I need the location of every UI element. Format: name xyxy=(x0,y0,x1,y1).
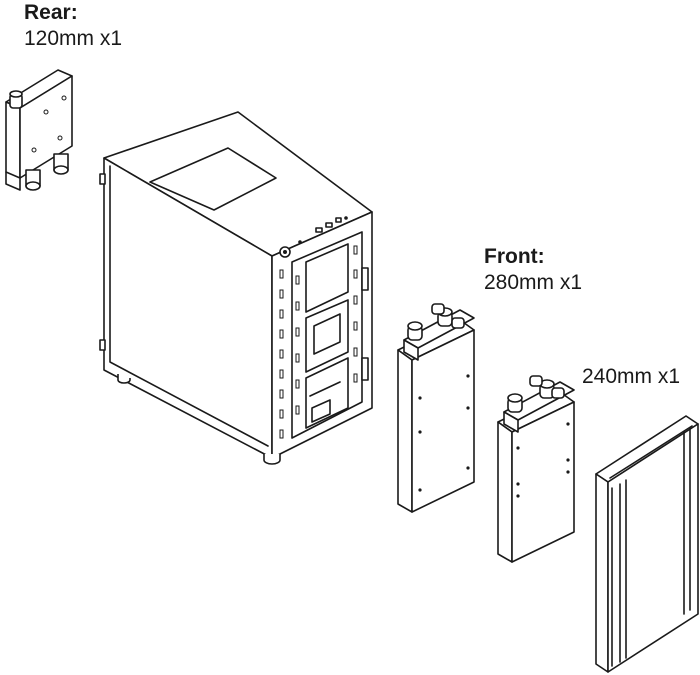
front-240-label: 240mm x1 xyxy=(582,364,680,390)
rear-120mm-radiator xyxy=(5,69,73,191)
front-label-size: 280mm x1 xyxy=(484,271,583,294)
front-240-label-size: 240mm x1 xyxy=(582,365,681,388)
front-label: Front: 280mm x1 xyxy=(484,244,582,296)
rear-label-title: Rear: xyxy=(24,1,78,24)
rear-label-size: 120mm x1 xyxy=(24,27,123,50)
front-label-title: Front: xyxy=(484,245,545,268)
pc-case xyxy=(99,111,373,465)
rear-label: Rear: 120mm x1 xyxy=(24,0,122,52)
front-panel xyxy=(595,415,699,673)
front-280mm-radiator xyxy=(397,303,475,513)
front-240mm-radiator xyxy=(497,375,575,563)
